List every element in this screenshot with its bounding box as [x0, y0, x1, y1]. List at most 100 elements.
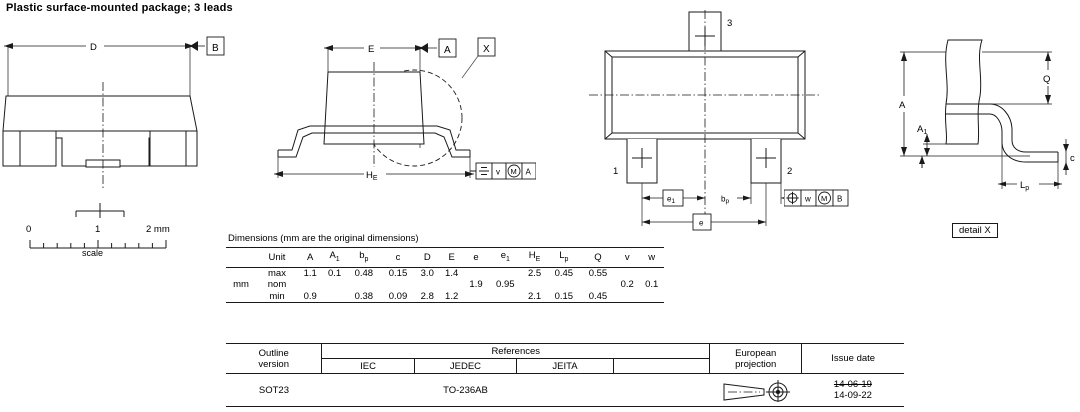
scale-tick-0: 0 [26, 224, 32, 235]
cell-min-bp: 0.38 [346, 290, 381, 304]
cell-nom-HE [522, 279, 546, 291]
package-body [2, 95, 198, 168]
scale-bracket [75, 203, 125, 218]
cell-min-e1 [488, 290, 523, 304]
svg-text:E: E [368, 44, 374, 55]
first-angle-projection-icon [723, 380, 790, 402]
col-v: v [615, 247, 640, 268]
dimensions-caption: Dimensions (mm are the original dimensio… [228, 233, 419, 244]
pin-label-1: 1 [613, 166, 618, 177]
scale-bar: 0 1 2 mm scale [14, 196, 214, 258]
table-row-min: min 0.9 0.38 0.09 2.8 1.2 2.1 0.15 0.45 [226, 290, 664, 304]
svg-text:B: B [837, 195, 842, 204]
issue-date-old: 14-06-19 [833, 379, 872, 390]
detail-x-label: detail X [952, 223, 998, 238]
cell-max-A1: 0.1 [327, 267, 342, 279]
svg-text:w: w [804, 195, 811, 204]
cell-nom-Q [581, 279, 615, 291]
svg-text:Q: Q [1043, 74, 1050, 85]
european-projection-line2: projection [735, 358, 777, 370]
dimension-D: D [4, 39, 194, 142]
cell-max-E: 1.4 [445, 267, 459, 279]
col-HE: HE [522, 247, 547, 268]
cell-nom-A1 [322, 279, 346, 291]
svg-text:B: B [212, 43, 219, 54]
dimension-c: c [1063, 139, 1075, 175]
col-c: c [380, 247, 416, 268]
references-header: References [321, 343, 710, 359]
table-row-nom: mm nom 1.9 0.95 0.2 0.1 [226, 279, 664, 291]
view-detail-x: A A1 Q c Lp [890, 34, 1080, 238]
cell-min-A: 0.9 [298, 290, 323, 304]
dimension-Lp: Lp [998, 144, 1062, 192]
col-E: E [439, 247, 464, 268]
detail-callout-X: X [461, 37, 496, 79]
row-label-nom: nom [267, 279, 287, 291]
cell-min-w [639, 290, 664, 304]
issue-date-header: Issue date [801, 343, 904, 374]
svg-text:A: A [444, 45, 451, 56]
svg-text:X: X [483, 44, 490, 55]
col-w: w [639, 247, 664, 268]
col-bp: bp [346, 247, 381, 268]
position-icon [786, 191, 799, 205]
cell-nom-e: 1.9 [469, 279, 483, 291]
jedec-value: TO-236AB [414, 373, 517, 407]
issue-date-new: 14-09-22 [833, 390, 872, 401]
scale-tick-1: 1 [95, 224, 101, 235]
iec-value [321, 373, 415, 407]
references-header-row-1: Outline version References European proj… [226, 343, 904, 374]
pin-label-2: 2 [787, 166, 792, 177]
mmc-icon-2: M [818, 191, 831, 205]
pin-2 [750, 139, 782, 184]
datum-B: B [190, 36, 225, 56]
symmetry-icon [479, 167, 489, 175]
cell-nom-E [439, 279, 463, 291]
scale-tick-2: 2 mm [146, 224, 170, 235]
dimension-e: e [642, 213, 766, 231]
cell-max-Q: 0.55 [588, 267, 608, 279]
cell-max-A: 1.1 [303, 267, 317, 279]
cell-max-Lp: 0.45 [554, 267, 574, 279]
cell-max-bp: 0.48 [354, 267, 374, 279]
references-table: Outline version References European proj… [226, 343, 904, 407]
dimensions-table: Unit A A1 bp c D E e e1 HE Lp Q v w max … [226, 247, 664, 304]
cell-min-v [615, 290, 640, 304]
col-D: D [415, 247, 440, 268]
svg-text:e: e [699, 219, 704, 228]
european-projection-header: European projection [709, 343, 802, 374]
col-e1: e1 [488, 247, 523, 268]
dimensions-table-block: Dimensions (mm are the original dimensio… [226, 233, 666, 304]
row-label-max: max [268, 267, 286, 279]
issue-date-value: 14-06-19 14-09-22 [801, 373, 904, 407]
references-data-row: SOT23 TO-236AB 14-06-19 14-09-22 [226, 373, 904, 407]
outline-version-header: Outline version [226, 343, 322, 374]
cell-nom-e1: 0.95 [496, 279, 515, 291]
cell-max-v [615, 267, 639, 279]
jeita-header: JEITA [516, 358, 614, 374]
mmc-icon: M [507, 164, 521, 178]
col-e: e [463, 247, 489, 268]
cell-nom-D [415, 279, 439, 291]
cell-nom-c [381, 279, 415, 291]
cell-min-e [463, 290, 489, 304]
cell-nom-v: 0.2 [620, 279, 634, 291]
view-side: E A X HE v [272, 26, 562, 196]
cell-min-D: 2.8 [415, 290, 440, 304]
svg-text:A: A [899, 100, 906, 111]
cell-min-Q: 0.45 [580, 290, 616, 304]
cell-max-D: 3.0 [420, 267, 434, 279]
col-Q: Q [580, 247, 616, 268]
dimension-e1: e1 [642, 189, 705, 207]
jedec-header: JEDEC [413, 358, 517, 374]
row-label-min: min [256, 290, 298, 304]
col-Lp: Lp [546, 247, 581, 268]
references-table-block: Outline version References European proj… [226, 343, 904, 407]
col-unit: Unit [256, 247, 298, 268]
cell-nom-A [298, 279, 322, 291]
cell-max-c: 0.15 [388, 267, 408, 279]
cell-nom-w: 0.1 [645, 279, 659, 291]
dimension-Q: Q [982, 51, 1055, 105]
outline-version-line1: Outline [258, 347, 289, 359]
dimension-bp: bp [721, 195, 751, 205]
